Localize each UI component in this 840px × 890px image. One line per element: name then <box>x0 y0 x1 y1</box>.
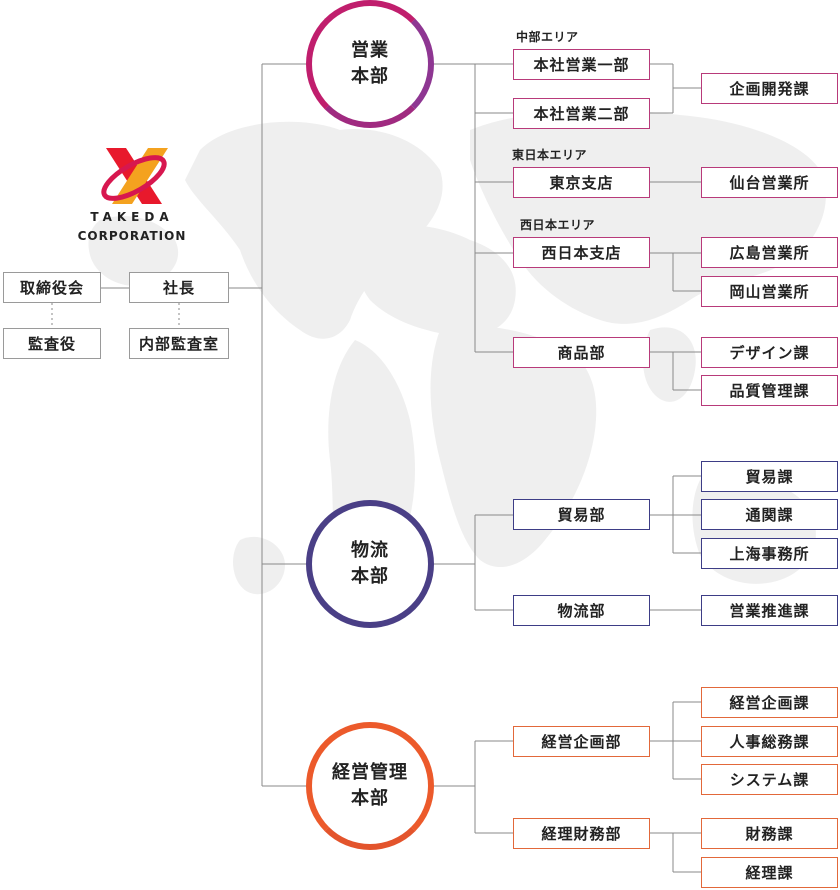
admin-division-label: 経営管理 本部 <box>332 762 408 809</box>
dept-hq-sales-1: 本社営業一部 <box>513 49 650 80</box>
sec-quality-control: 品質管理課 <box>701 375 838 406</box>
logistics-division-label: 物流 本部 <box>351 540 389 587</box>
president-box: 社長 <box>129 272 229 303</box>
sec-hr-general-affairs: 人事総務課 <box>701 726 838 757</box>
sec-customs: 通関課 <box>701 499 838 530</box>
dept-trade: 貿易部 <box>513 499 650 530</box>
logistics-division-circle: 物流 本部 <box>306 500 434 628</box>
dept-tokyo-branch: 東京支店 <box>513 167 650 198</box>
sec-sendai-office: 仙台営業所 <box>701 167 838 198</box>
sec-corporate-planning: 経営企画課 <box>701 687 838 718</box>
admin-division-circle: 経営管理 本部 <box>306 722 434 850</box>
sec-sales-promotion: 営業推進課 <box>701 595 838 626</box>
logo-line2: CORPORATION <box>77 229 187 243</box>
sec-design: デザイン課 <box>701 337 838 368</box>
sec-trade: 貿易課 <box>701 461 838 492</box>
sec-accounting: 経理課 <box>701 857 838 888</box>
auditor-box: 監査役 <box>3 328 101 359</box>
dept-corporate-planning: 経営企画部 <box>513 726 650 757</box>
area-label-chubu: 中部エリア <box>516 30 579 44</box>
dept-finance-accounting: 経理財務部 <box>513 818 650 849</box>
sec-hiroshima-office: 広島営業所 <box>701 237 838 268</box>
sec-systems: システム課 <box>701 764 838 795</box>
board-of-directors-box: 取締役会 <box>3 272 101 303</box>
sec-okayama-office: 岡山営業所 <box>701 276 838 307</box>
dept-hq-sales-2: 本社営業二部 <box>513 98 650 129</box>
takeda-logo-mark <box>101 148 168 204</box>
sec-planning-development: 企画開発課 <box>701 73 838 104</box>
internal-audit-box: 内部監査室 <box>129 328 229 359</box>
sec-shanghai-office: 上海事務所 <box>701 538 838 569</box>
sales-division-label: 営業 本部 <box>351 40 389 87</box>
dept-west-japan-branch: 西日本支店 <box>513 237 650 268</box>
area-label-west: 西日本エリア <box>520 218 596 232</box>
area-label-east: 東日本エリア <box>512 148 588 162</box>
dept-distribution: 物流部 <box>513 595 650 626</box>
logo-line1: TAKEDA <box>90 210 174 224</box>
sec-finance: 財務課 <box>701 818 838 849</box>
sales-division-circle: 営業 本部 <box>306 0 434 128</box>
dept-products: 商品部 <box>513 337 650 368</box>
